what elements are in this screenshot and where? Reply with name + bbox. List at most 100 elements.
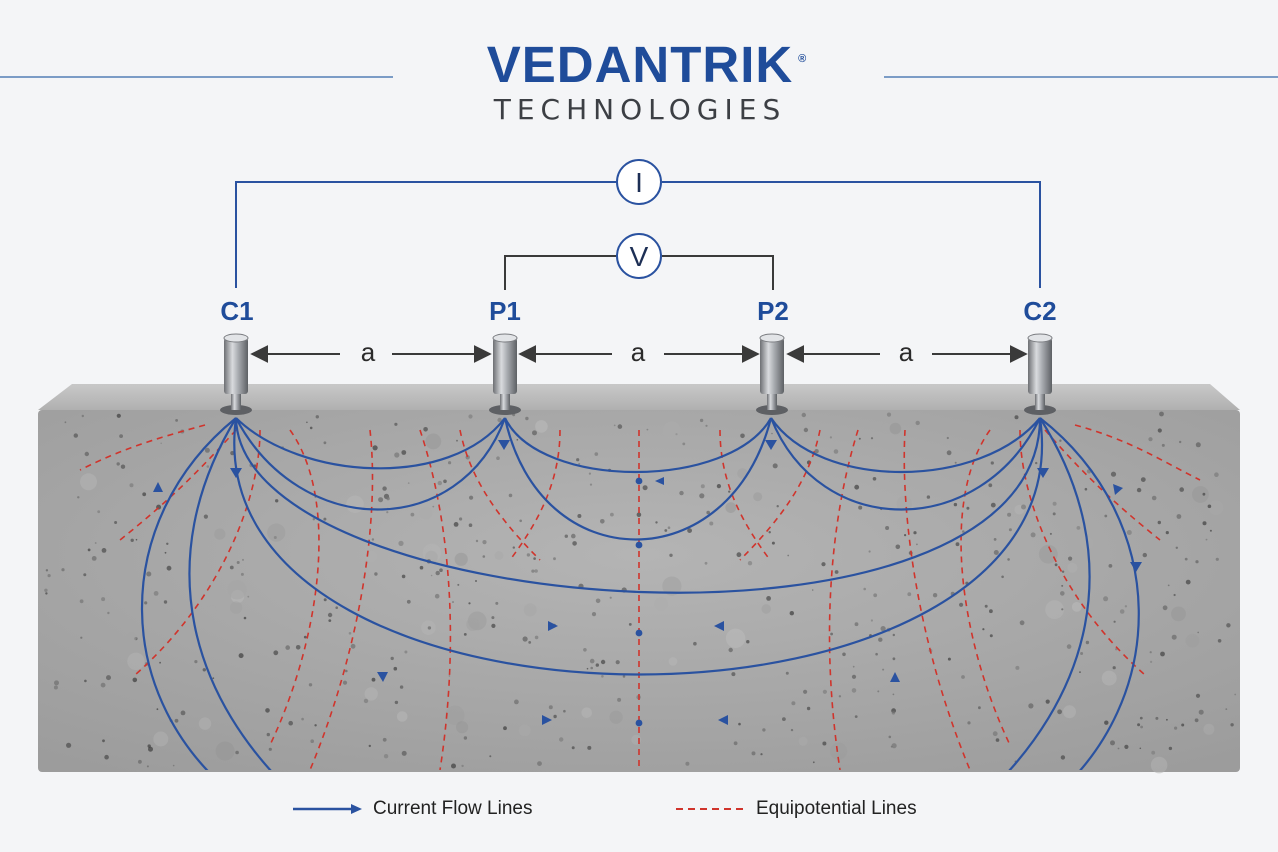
current-wire-right — [662, 181, 1041, 288]
aggregate-speck — [583, 648, 587, 652]
aggregate-speck — [890, 745, 893, 748]
aggregate-speck — [1110, 740, 1115, 746]
aggregate-speck — [308, 683, 313, 687]
aggregate-speck — [628, 623, 632, 626]
aggregate-speck — [1148, 437, 1153, 442]
aggregate-speck — [175, 419, 179, 422]
current-flow-legend-icon — [293, 804, 362, 814]
current-meter-circle — [616, 159, 662, 205]
aggregate-speck — [699, 493, 705, 499]
aggregate-speck — [600, 659, 606, 665]
aggregate-speck — [822, 741, 827, 746]
aggregate-speck — [267, 523, 286, 542]
aggregate-speck — [891, 743, 897, 749]
aggregate-speck — [1019, 620, 1025, 626]
electrode-c1 — [220, 333, 252, 415]
aggregate-speck — [469, 495, 474, 500]
aggregate-speck — [1205, 538, 1208, 541]
aggregate-speck — [1209, 529, 1212, 532]
aggregate-speck — [106, 675, 111, 681]
spacing-label: a — [361, 337, 376, 367]
aggregate-speck — [107, 611, 110, 615]
voltage-wire-right — [662, 255, 774, 290]
aggregate-speck — [1167, 584, 1170, 587]
aggregate-speck — [238, 653, 244, 659]
aggregate-speck — [594, 452, 599, 456]
aggregate-speck — [1139, 716, 1143, 720]
aggregate-speck — [1028, 703, 1034, 709]
equipotential-line — [459, 429, 541, 561]
electrode-part — [1027, 333, 1053, 343]
current-flow-line — [979, 417, 1091, 770]
aggregate-speck — [166, 565, 172, 571]
aggregate-speck — [268, 747, 272, 751]
aggregate-speck — [406, 599, 411, 604]
aggregate-speck — [811, 589, 814, 591]
electrode-part — [223, 333, 249, 343]
aggregate-speck — [736, 552, 742, 558]
current-meter: I — [616, 159, 662, 205]
aggregate-speck — [1079, 671, 1081, 673]
electrode-part — [1035, 392, 1045, 410]
aggregate-speck — [475, 580, 477, 582]
aggregate-speck — [1151, 750, 1156, 755]
aggregate-speck — [622, 675, 626, 678]
aggregate-speck — [548, 705, 553, 710]
aggregate-speck — [1151, 495, 1157, 501]
aggregate-speck — [306, 421, 308, 424]
aggregate-speck — [514, 699, 519, 705]
aggregate-speck — [993, 538, 997, 541]
aggregate-speck — [101, 597, 106, 602]
aggregate-speck — [564, 534, 568, 538]
aggregate-speck — [163, 600, 168, 604]
aggregate-speck — [345, 669, 348, 673]
concrete-top-face — [38, 384, 1240, 410]
aggregate-speck — [439, 568, 443, 572]
aggregate-speck — [699, 418, 704, 423]
aggregate-speck — [581, 707, 592, 718]
current-flow-line — [234, 417, 1042, 594]
aggregate-speck — [491, 623, 496, 629]
aggregate-speck — [83, 573, 87, 577]
aggregate-speck — [104, 754, 109, 760]
aggregate-speck — [80, 473, 97, 491]
aggregate-speck — [382, 737, 387, 742]
flow-arrow — [714, 621, 724, 631]
aggregate-speck — [1008, 528, 1012, 532]
aggregate-speck — [916, 543, 918, 546]
aggregate-speck — [589, 483, 593, 486]
aggregate-speck — [1071, 602, 1082, 612]
flow-arrow — [498, 440, 510, 450]
aggregate-speck — [80, 636, 83, 639]
aggregate-speck — [642, 485, 648, 491]
flow-arrow — [542, 715, 552, 725]
spacing-label: a — [899, 337, 914, 367]
voltage-meter-circle — [616, 233, 662, 279]
flow-arrow — [377, 672, 388, 682]
aggregate-speck — [135, 538, 138, 541]
aggregate-speck — [892, 657, 896, 661]
current-meter-symbol: I — [635, 167, 643, 198]
aggregate-speck — [609, 596, 612, 599]
aggregate-speck — [842, 652, 846, 657]
aggregate-speck — [172, 764, 175, 767]
aggregate-speck — [1119, 609, 1125, 614]
aggregate-speck — [236, 561, 240, 564]
aggregate-speck — [425, 433, 442, 450]
aggregate-speck — [576, 458, 580, 462]
header-rule-left — [0, 76, 393, 78]
voltage-meter: V — [616, 233, 662, 279]
aggregate-speck — [77, 496, 80, 499]
aggregate-speck — [386, 511, 389, 514]
aggregate-speck — [206, 465, 210, 468]
aggregate-speck — [44, 588, 48, 592]
aggregate-speck — [363, 698, 369, 704]
aggregate-speck — [372, 445, 378, 451]
aggregate-speck — [453, 522, 459, 527]
aggregate-speck — [531, 569, 535, 573]
flow-arrow — [1130, 562, 1142, 572]
aggregate-speck — [456, 439, 458, 442]
aggregate-speck — [1049, 532, 1052, 535]
aggregate-speck — [873, 593, 878, 598]
aggregate-speck — [821, 562, 826, 567]
